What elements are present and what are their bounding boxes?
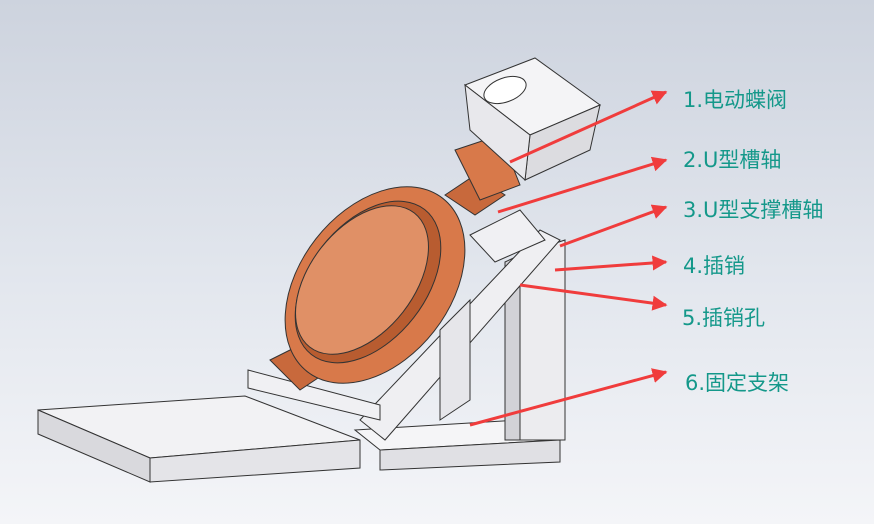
fixed-bracket [37,209,566,483]
arrow-1 [509,90,668,164]
electric-actuator [463,57,602,182]
arrow-6 [469,368,668,427]
butterfly-valve-body [284,186,466,384]
callout-arrows [469,90,668,427]
label-pin-hole: 5.插销孔 [682,306,766,330]
label-electric-butterfly-valve: 1.电动蝶阀 [683,88,788,112]
label-u-support-slot-shaft: 3.U型支撑槽轴 [683,198,824,222]
label-pin: 4.插销 [683,254,746,278]
arrow-4 [554,255,668,272]
arrow-2 [497,156,668,214]
label-u-slot-shaft: 2.U型槽轴 [683,148,782,172]
arrow-3 [559,204,668,248]
arrow-5 [519,283,668,311]
label-fixed-bracket: 6.固定支架 [685,371,790,395]
